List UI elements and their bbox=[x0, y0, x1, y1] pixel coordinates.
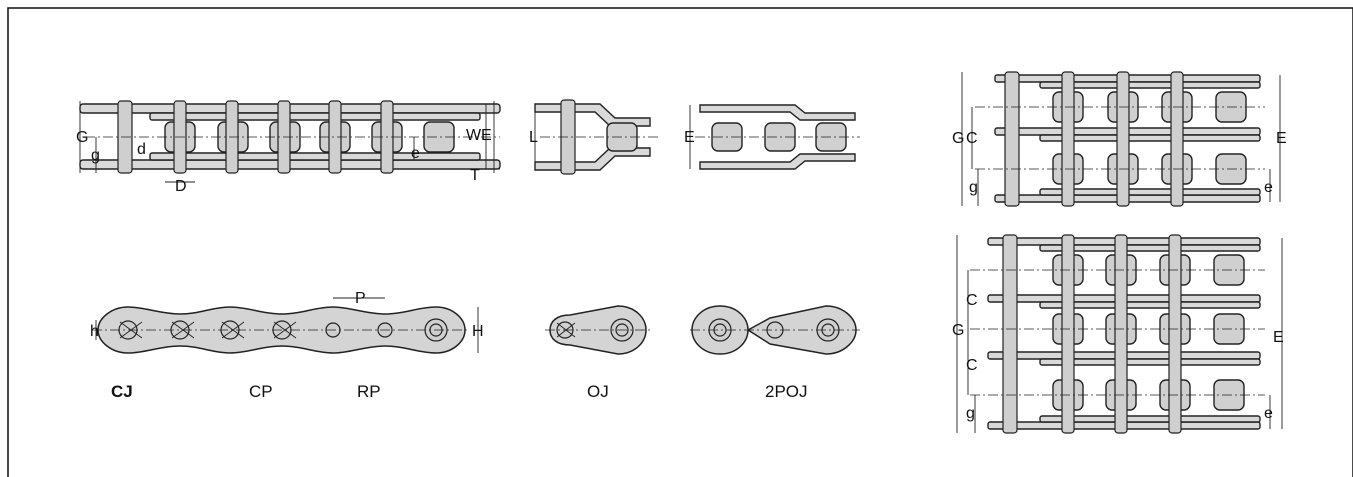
label-H: H bbox=[472, 323, 484, 340]
label-E-double: E bbox=[1276, 130, 1287, 147]
label-G-triple: G bbox=[952, 322, 964, 339]
label-E-2poj: E bbox=[684, 129, 695, 146]
caption-rp: RP bbox=[357, 382, 381, 401]
single-strand-top-view bbox=[79, 100, 501, 183]
label-C-triple-2: C bbox=[966, 357, 978, 374]
label-C-double: C bbox=[966, 130, 978, 147]
offset-joint-top-view bbox=[534, 99, 660, 175]
side-view-connecting-links bbox=[92, 297, 479, 354]
offset-joint-side-view bbox=[545, 305, 650, 355]
caption-cp: CP bbox=[249, 382, 273, 401]
double-offset-joint-side-view bbox=[690, 305, 860, 355]
double-offset-joint-top-view bbox=[689, 104, 860, 170]
caption-oj: OJ bbox=[587, 382, 609, 401]
caption-2poj: 2POJ bbox=[765, 382, 808, 401]
label-P: P bbox=[355, 290, 366, 307]
label-g: g bbox=[91, 147, 100, 164]
label-e-triple: e bbox=[1264, 405, 1273, 422]
label-e: e bbox=[411, 145, 420, 162]
caption-cj: CJ bbox=[111, 382, 133, 401]
label-E: E bbox=[481, 127, 492, 144]
label-h: h bbox=[90, 323, 99, 340]
label-e-double: e bbox=[1264, 179, 1273, 196]
label-W: W bbox=[466, 127, 482, 144]
label-g-triple: g bbox=[966, 405, 975, 422]
label-D: D bbox=[175, 178, 187, 195]
label-C-triple-1: C bbox=[966, 292, 978, 309]
double-strand-top-view bbox=[961, 71, 1281, 207]
sheet-border bbox=[7, 7, 1353, 477]
label-L: L bbox=[529, 129, 538, 146]
label-G: G bbox=[76, 129, 88, 146]
label-g-double: g bbox=[969, 179, 978, 196]
label-E-triple: E bbox=[1273, 329, 1284, 346]
label-G-double: G bbox=[952, 130, 964, 147]
label-d: d bbox=[137, 141, 146, 158]
label-T: T bbox=[470, 167, 480, 184]
triple-strand-top-view bbox=[956, 234, 1283, 434]
